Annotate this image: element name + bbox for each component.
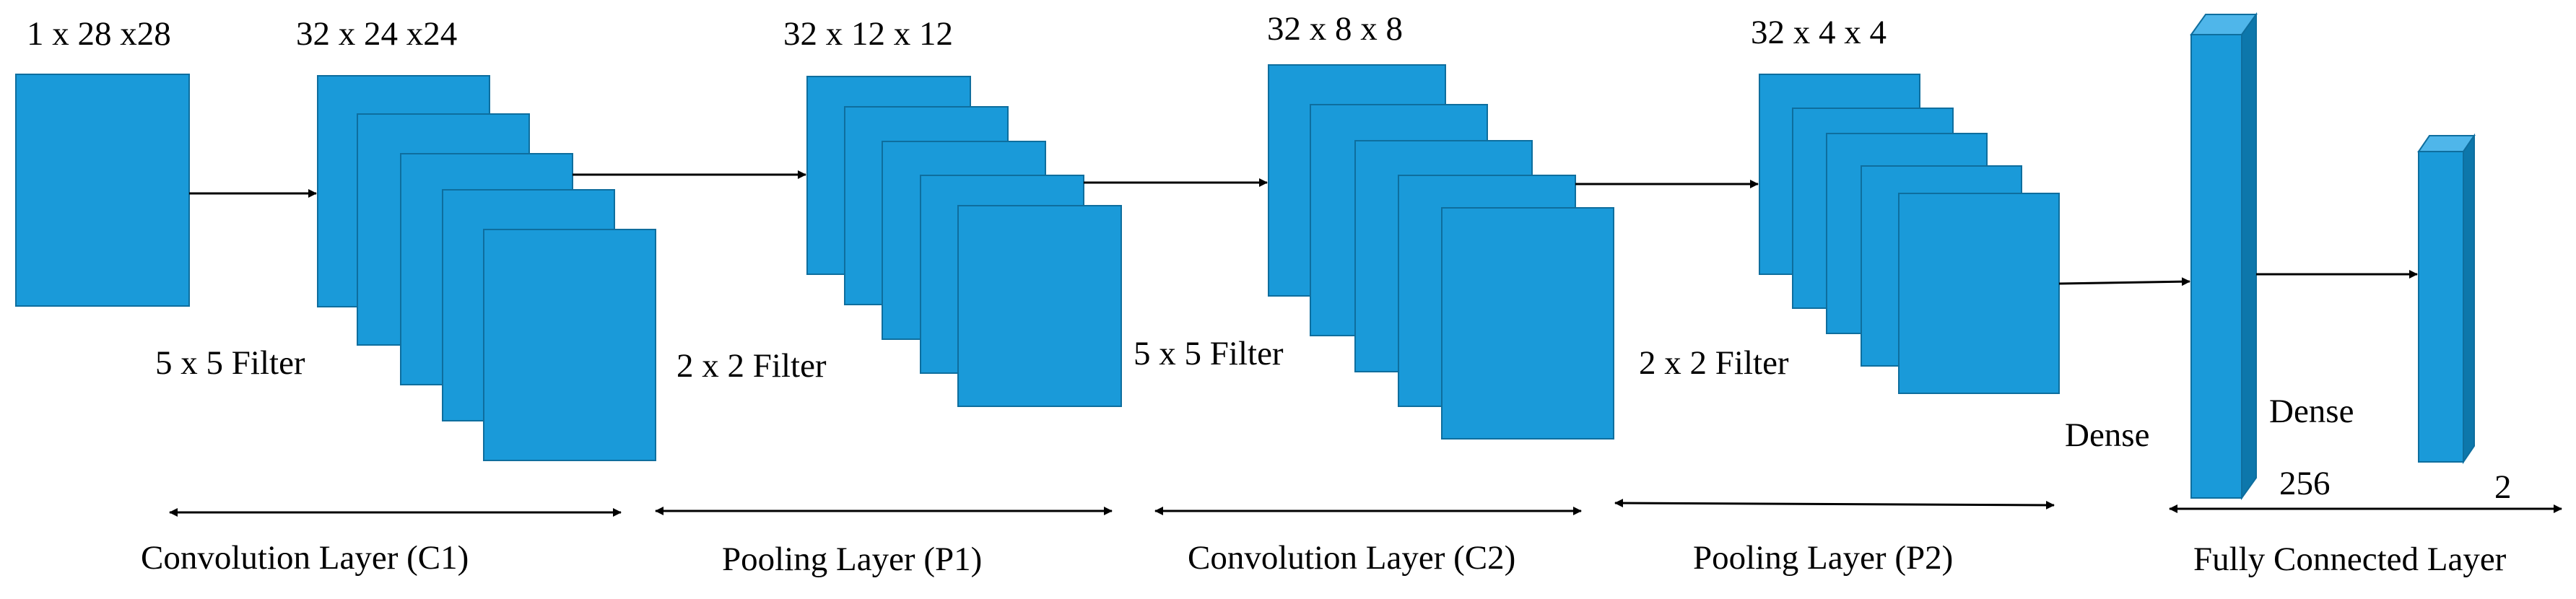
dim-label-c2: 32 x 8 x 8	[1267, 10, 1403, 48]
dense-column-2	[2417, 133, 2476, 465]
dim-label-p2: 32 x 4 x 4	[1751, 14, 1887, 51]
unit-count-dense1: 256	[2279, 465, 2331, 502]
arrow-p2-to-dense	[2058, 277, 2190, 287]
layer-name-p2: Pooling Layer (P2)	[1693, 539, 1953, 577]
filter-label-c2: 5 x 5 Filter	[1133, 335, 1284, 372]
dense-label-first: Dense	[2065, 416, 2149, 454]
dim-label-input: 1 x 28 x28	[27, 15, 171, 53]
unit-count-dense2: 2	[2494, 468, 2512, 506]
layer-name-p1: Pooling Layer (P1)	[722, 541, 982, 578]
layer-name-fc: Fully Connected Layer	[2193, 541, 2507, 578]
span-arrow-p2	[1614, 499, 2055, 510]
filter-label-p1: 2 x 2 Filter	[676, 347, 827, 385]
layer-name-c1: Convolution Layer (C1)	[141, 539, 469, 577]
input-feature-map	[15, 74, 190, 307]
layer-name-c2: Convolution Layer (C2)	[1188, 539, 1515, 577]
c2-feature-map-stack	[1268, 64, 1614, 440]
filter-label-c1: 5 x 5 Filter	[155, 344, 305, 382]
p1-feature-map-stack	[806, 76, 1122, 407]
dense-label-second: Dense	[2269, 393, 2354, 430]
dense-column-256	[2190, 12, 2258, 501]
c1-feature-map-stack	[317, 75, 656, 461]
filter-label-p2: 2 x 2 Filter	[1639, 344, 1789, 382]
p2-feature-map-stack	[1759, 74, 2060, 394]
dim-label-p1: 32 x 12 x 12	[783, 15, 953, 53]
dim-label-c1: 32 x 24 x24	[296, 15, 457, 53]
